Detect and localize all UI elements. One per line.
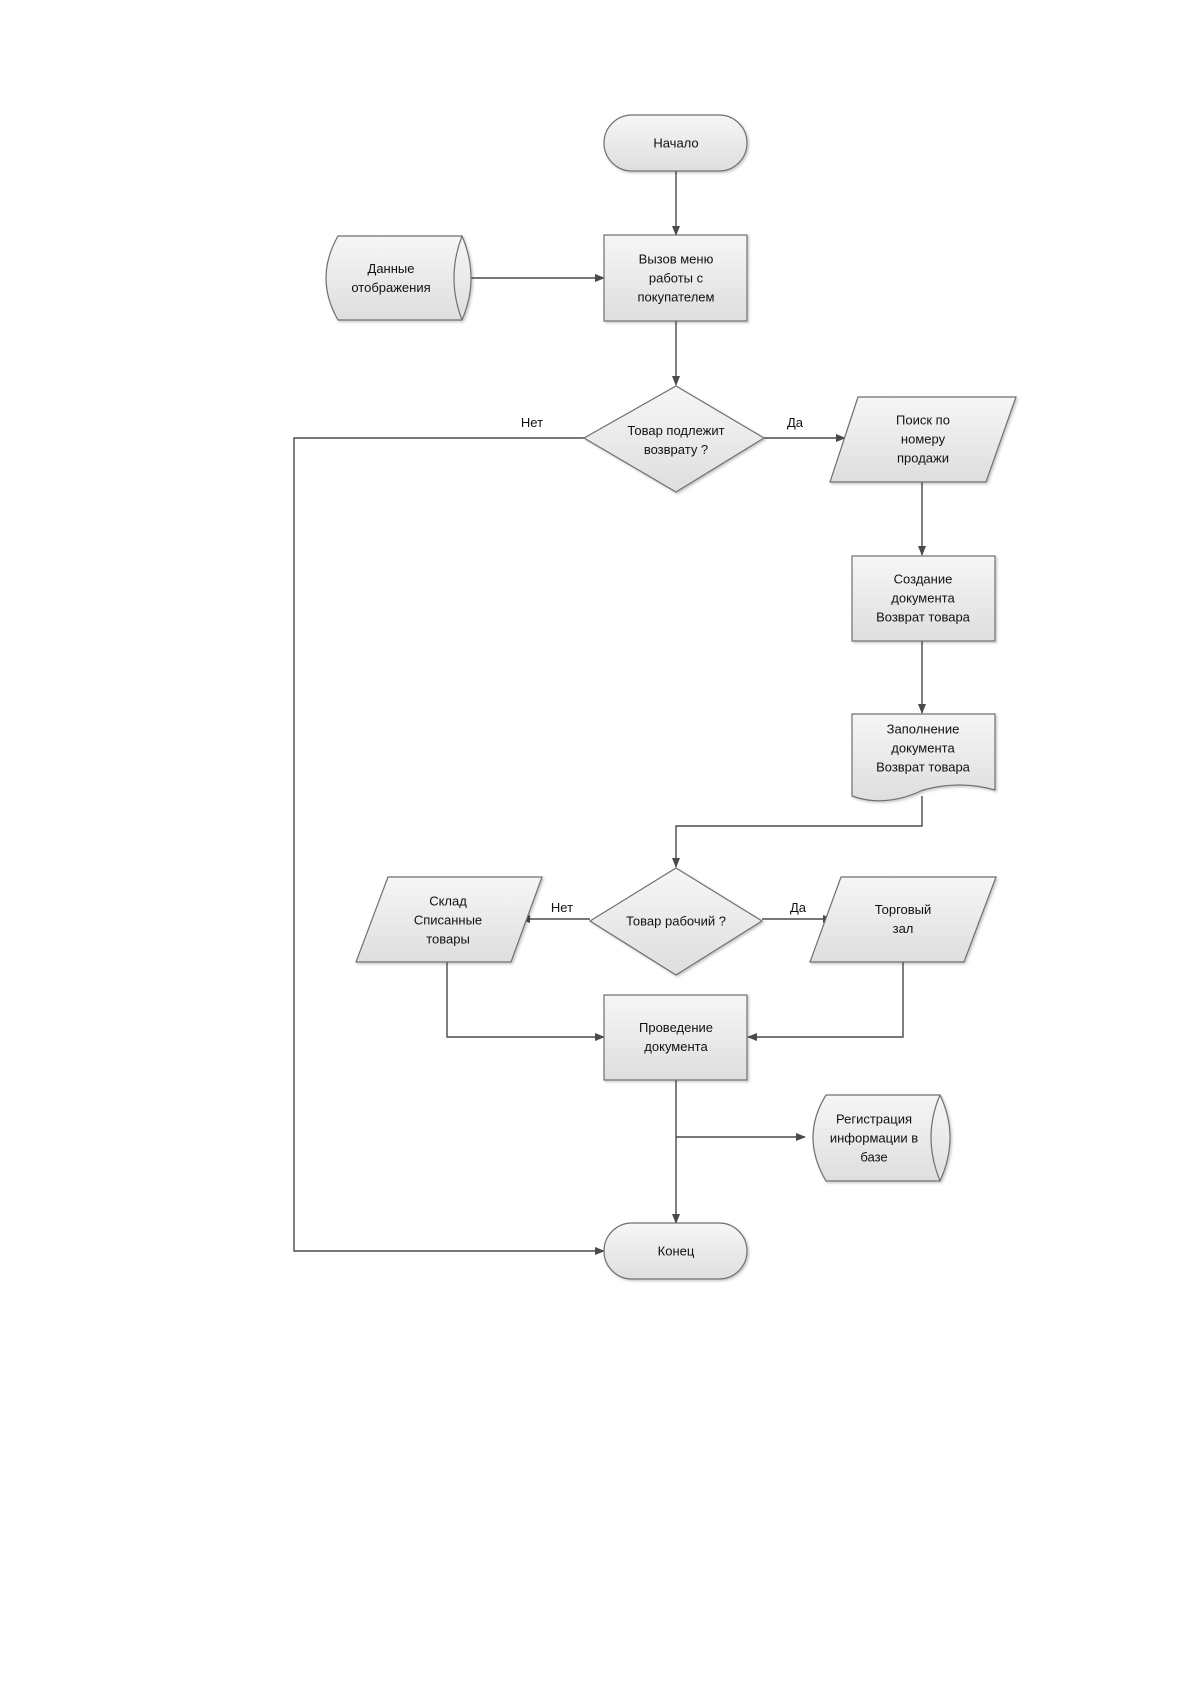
node-display-data: Данные отображения	[325, 235, 472, 321]
edge-warehouse-to-post	[446, 962, 605, 1041]
node-label-line: продажи	[897, 451, 949, 466]
node-label-line: работы с	[649, 271, 704, 286]
node-label-line: Конец	[658, 1244, 695, 1259]
node-label-line: Возврат товара	[876, 760, 971, 775]
node-start: Начало	[603, 114, 748, 172]
node-label-line: Регистрация	[836, 1112, 912, 1127]
node-text: Проведение документа	[639, 1020, 713, 1054]
node-label-line: документа	[891, 741, 955, 756]
node-label-line: покупателем	[638, 290, 715, 305]
node-end: Конец	[603, 1222, 748, 1280]
process-shape	[603, 994, 748, 1081]
node-label-line: возврату ?	[644, 442, 708, 457]
stored-data-shape	[325, 235, 472, 321]
node-label-line: Начало	[653, 136, 698, 151]
node-label-line: базе	[860, 1150, 887, 1165]
node-label-line: документа	[891, 591, 955, 606]
node-text: Поиск по номеру продажи	[896, 413, 950, 466]
node-text: Товар подлежит возврату ?	[627, 423, 724, 457]
io-shape	[355, 876, 543, 963]
decision-shape	[588, 867, 764, 976]
node-label-line: Поиск по	[896, 413, 950, 428]
io-shape	[809, 876, 997, 963]
node-label-line: Списанные	[414, 913, 482, 928]
node-text: Регистрация информации в базе	[830, 1112, 918, 1165]
node-label-line: Товар рабочий ?	[626, 914, 726, 929]
io-shape	[829, 396, 1017, 483]
process-shape	[603, 234, 748, 322]
node-text: Начало	[653, 136, 698, 151]
node-text: Товар рабочий ?	[626, 914, 726, 929]
node-register-db: Регистрация информации в базе	[812, 1094, 951, 1182]
node-label-line: номеру	[901, 432, 946, 447]
node-text: Торговый зал	[875, 902, 932, 936]
node-label-line: Торговый	[875, 902, 932, 917]
label-working-yes: Да	[790, 900, 807, 915]
node-label-line: Данные	[368, 261, 415, 276]
node-label-line: документа	[644, 1039, 708, 1054]
node-search-sale: Поиск по номеру продажи	[829, 396, 1017, 483]
node-label-line: Проведение	[639, 1020, 713, 1035]
edge-labels: Нет Да Нет Да	[521, 415, 807, 915]
node-label-line: Вызов меню	[639, 252, 714, 267]
edge-floor-to-post	[747, 962, 904, 1041]
node-sales-floor: Торговый зал	[809, 876, 997, 963]
node-label-line: отображения	[351, 280, 430, 295]
node-text: Данные отображения	[351, 261, 430, 295]
node-label-line: Товар подлежит	[627, 423, 724, 438]
node-label-line: Создание	[894, 572, 953, 587]
node-text: Конец	[658, 1244, 695, 1259]
node-label-line: информации в	[830, 1131, 918, 1146]
node-label-line: товары	[426, 932, 470, 947]
node-working-check: Товар рабочий ?	[588, 867, 764, 976]
process-shape	[851, 555, 996, 642]
terminator-shape	[603, 1222, 748, 1280]
document-shape	[851, 713, 996, 802]
node-menu: Вызов меню работы с покупателем	[603, 234, 748, 322]
node-label-line: зал	[893, 921, 914, 936]
edges	[293, 171, 926, 1255]
node-label-line: Заполнение	[887, 722, 960, 737]
label-working-no: Нет	[551, 900, 573, 915]
node-return-check: Товар подлежит возврату ?	[582, 385, 766, 493]
decision-shape	[582, 385, 766, 493]
stored-data-curve	[930, 1094, 941, 1182]
label-return-yes: Да	[787, 415, 804, 430]
node-label-line: Склад	[429, 894, 467, 909]
label-return-no: Нет	[521, 415, 543, 430]
node-text: Вызов меню работы с покупателем	[638, 252, 715, 305]
node-post-doc: Проведение документа	[603, 994, 748, 1081]
edge-return-no	[293, 437, 605, 1255]
edge-fill-to-working-check	[672, 796, 923, 868]
terminator-shape	[603, 114, 748, 172]
stored-data-curve	[453, 235, 463, 321]
node-label-line: Возврат товара	[876, 610, 971, 625]
